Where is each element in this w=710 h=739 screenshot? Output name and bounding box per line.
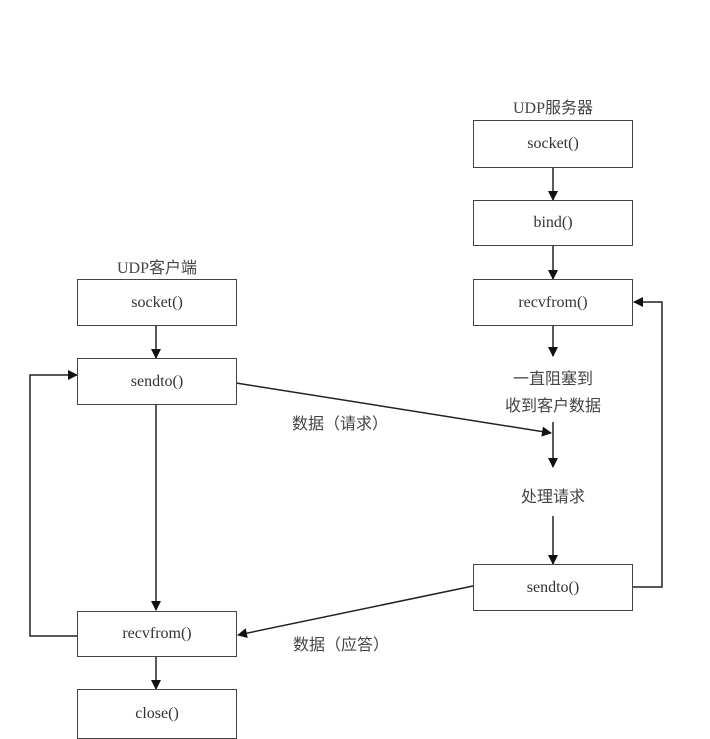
- server-socket-label: socket(): [527, 135, 579, 152]
- arrow-request: [235, 382, 552, 437]
- client-recvfrom-box: recvfrom(): [77, 611, 237, 657]
- client-close-label: close(): [135, 705, 179, 722]
- client-socket-box: socket(): [77, 279, 237, 326]
- server-sendto-box: sendto(): [473, 564, 633, 611]
- server-process-note: 处理请求: [520, 489, 585, 506]
- arrow-client-loop: [29, 370, 78, 637]
- server-bind-label: bind(): [533, 214, 573, 231]
- arrow-reply: [237, 585, 474, 639]
- server-block-note-line2: 收到客户数据: [504, 398, 601, 415]
- reply-message-label: 数据（应答）: [293, 637, 390, 654]
- server-block-note-line1: 一直阻塞到: [512, 371, 593, 388]
- server-sendto-label: sendto(): [526, 578, 580, 596]
- server-recvfrom-box: recvfrom(): [473, 279, 633, 326]
- server-bind-box: bind(): [473, 200, 633, 246]
- server-title: UDP服务器: [512, 100, 593, 117]
- arrow-server-loop: [633, 297, 663, 588]
- server-recvfrom-label: recvfrom(): [518, 293, 588, 311]
- server-socket-box: socket(): [473, 120, 633, 168]
- client-title: UDP客户端: [116, 260, 197, 277]
- request-message-label: 数据（请求）: [292, 416, 389, 433]
- client-sendto-box: sendto(): [77, 358, 237, 405]
- client-recvfrom-label: recvfrom(): [122, 625, 192, 642]
- client-close-box: close(): [77, 689, 237, 739]
- client-sendto-label: sendto(): [130, 372, 184, 390]
- client-socket-label: socket(): [131, 293, 183, 311]
